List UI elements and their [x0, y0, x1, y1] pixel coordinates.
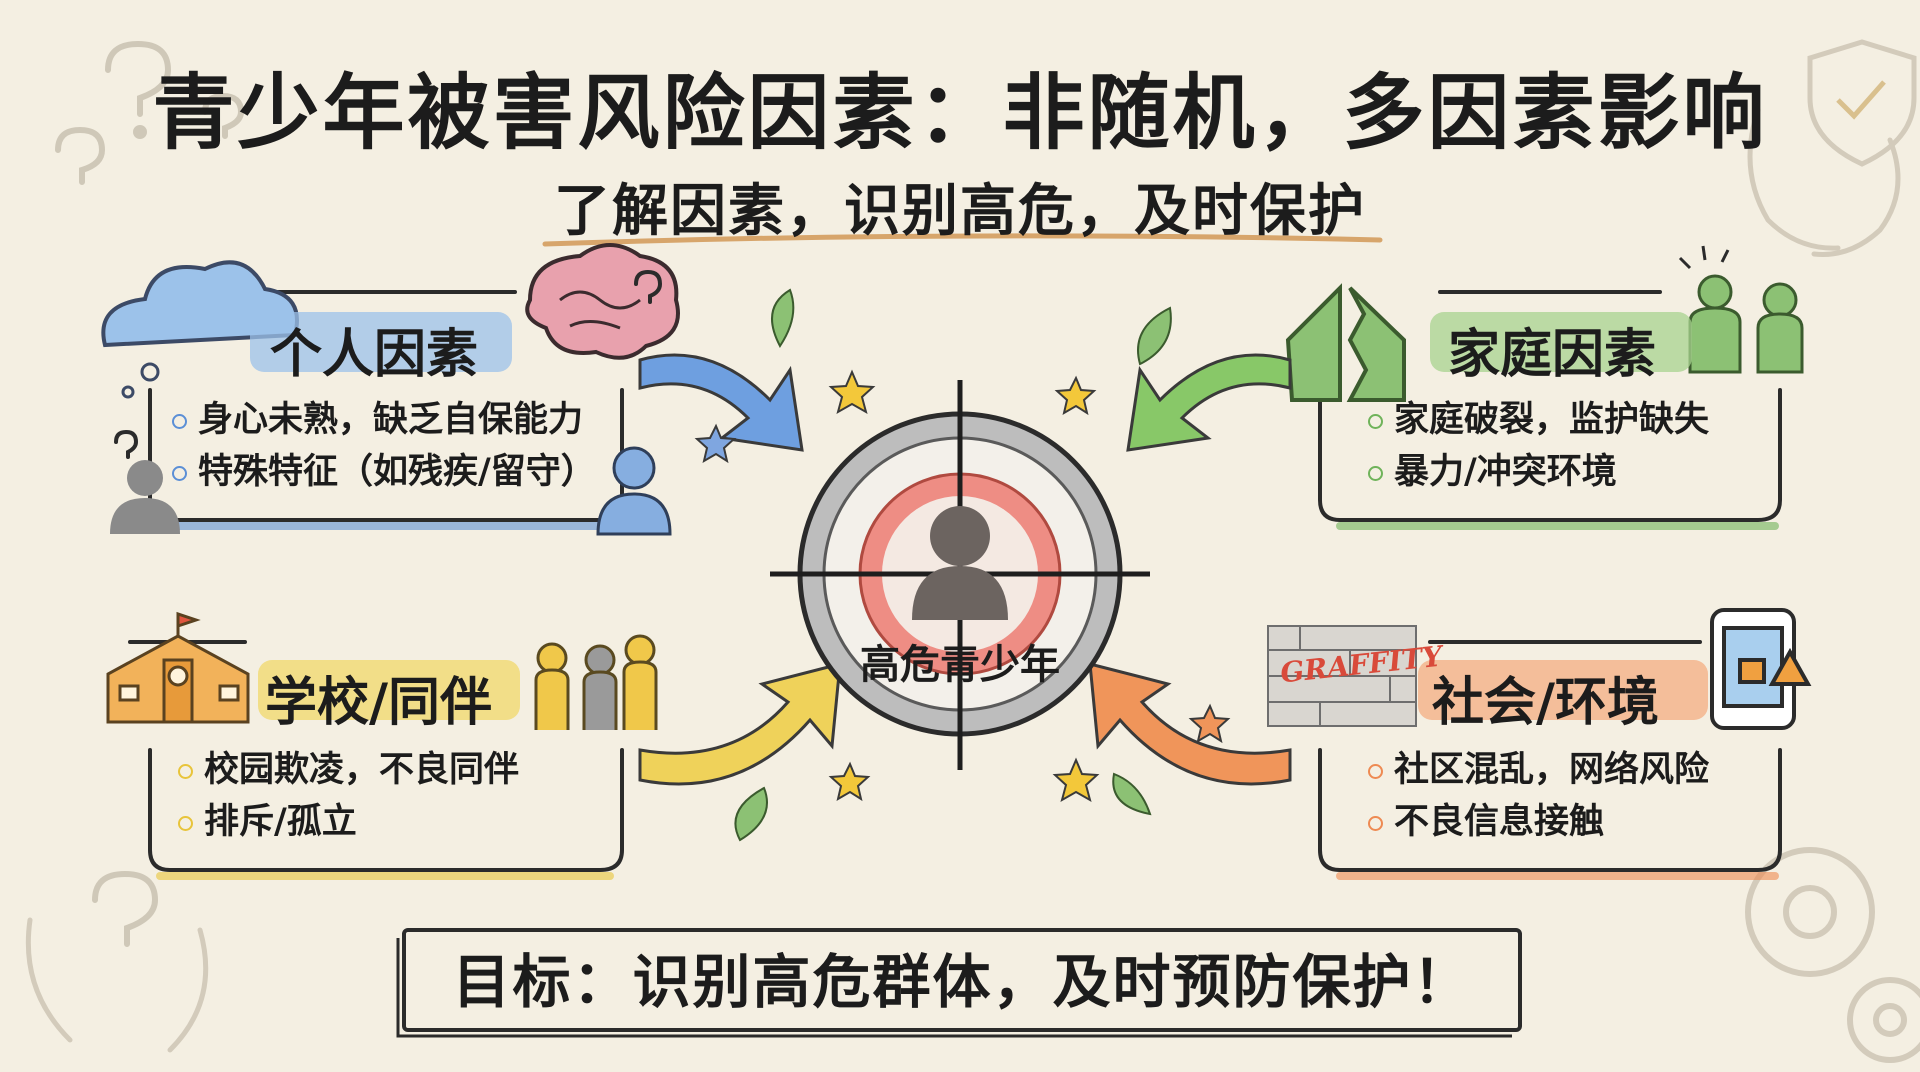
- card-title-personal: 个人因素: [270, 325, 479, 385]
- graffiti-wall-icon: [1267, 625, 1417, 727]
- list-item: 暴力/冲突环境: [1366, 446, 1709, 498]
- card-color-edges: [156, 522, 1779, 880]
- card-list-family: 家庭破裂，监护缺失 暴力/冲突环境: [1366, 394, 1709, 498]
- brain-icon: [525, 243, 680, 360]
- arrow-personal: [638, 353, 804, 452]
- card-title-social: 社会/环境: [1432, 673, 1659, 733]
- social-highlight: [1418, 660, 1708, 720]
- group-icon: [534, 634, 658, 730]
- background-question-marks: [55, 40, 245, 947]
- list-item: 身心未熟，缺乏自保能力: [170, 394, 596, 446]
- card-list-personal: 身心未熟，缺乏自保能力 特殊特征（如残疾/留守）: [170, 394, 596, 498]
- goal-text: 目标：识别高危群体，及时预防保护！: [452, 948, 1473, 1016]
- leaf-icon: [734, 786, 768, 842]
- hands-icon: [25, 107, 1901, 1053]
- star-icons: [694, 369, 1231, 803]
- card-list-school: 校园欺凌，不良同伴 排斥/孤立: [176, 744, 519, 848]
- list-item: 家庭破裂，监护缺失: [1366, 394, 1709, 446]
- question-mark-icon: [55, 126, 106, 185]
- person-icon: [596, 446, 672, 536]
- leaf-icons: [734, 288, 1172, 842]
- star-icon: [1052, 757, 1100, 803]
- star-icon: [1188, 703, 1231, 744]
- subtitle-underline: [542, 233, 1383, 247]
- center-label: 高危青少年: [860, 642, 1060, 688]
- personal-highlight: [250, 312, 512, 372]
- family-highlight: [1430, 312, 1692, 372]
- target-icon: [770, 380, 1150, 770]
- star-icon: [1054, 375, 1097, 416]
- list-item: 特殊特征（如残疾/留守）: [170, 446, 596, 498]
- star-icon: [828, 761, 871, 802]
- question-mark-icon: [92, 870, 159, 947]
- school-building-icon: [106, 611, 250, 724]
- person-icon: [110, 460, 180, 534]
- list-item: 不良信息接触: [1366, 796, 1709, 848]
- question-mark-icon: [202, 92, 245, 139]
- arrow-social: [1088, 662, 1292, 786]
- card-title-family: 家庭因素: [1448, 325, 1657, 385]
- school-highlight: [258, 660, 520, 720]
- star-icon: [694, 423, 737, 464]
- list-item: 校园欺凌，不良同伴: [176, 744, 519, 796]
- page-title: 青少年被害风险因素：非随机，多因素影响: [152, 66, 1768, 161]
- card-list-social: 社区混乱，网络风险 不良信息接触: [1366, 744, 1709, 848]
- shield-check-icon: [1807, 39, 1917, 167]
- page-subtitle: 了解因素，识别高危，及时保护: [554, 179, 1366, 244]
- arrow-family: [1126, 353, 1292, 452]
- question-mark-dot: [133, 125, 147, 139]
- leaf-icon: [1112, 772, 1152, 816]
- leaf-icon: [1137, 306, 1172, 366]
- question-mark-icon: [114, 269, 663, 459]
- card-title-school: 学校/同伴: [265, 673, 492, 733]
- list-item: 排斥/孤立: [176, 796, 519, 848]
- list-item: 社区混乱，网络风险: [1366, 744, 1709, 796]
- broken-house-icon: [1285, 283, 1406, 402]
- arguing-people-icon: [1678, 245, 1804, 374]
- cloud-icon: [101, 260, 299, 399]
- star-icon: [828, 369, 876, 415]
- phone-warning-icon: [1710, 608, 1812, 730]
- arrows: [638, 353, 1292, 786]
- leaf-icon: [771, 288, 795, 348]
- question-mark-icon: [105, 40, 172, 117]
- goal-box: [396, 928, 1522, 1038]
- gear-icon: [1745, 847, 1920, 1063]
